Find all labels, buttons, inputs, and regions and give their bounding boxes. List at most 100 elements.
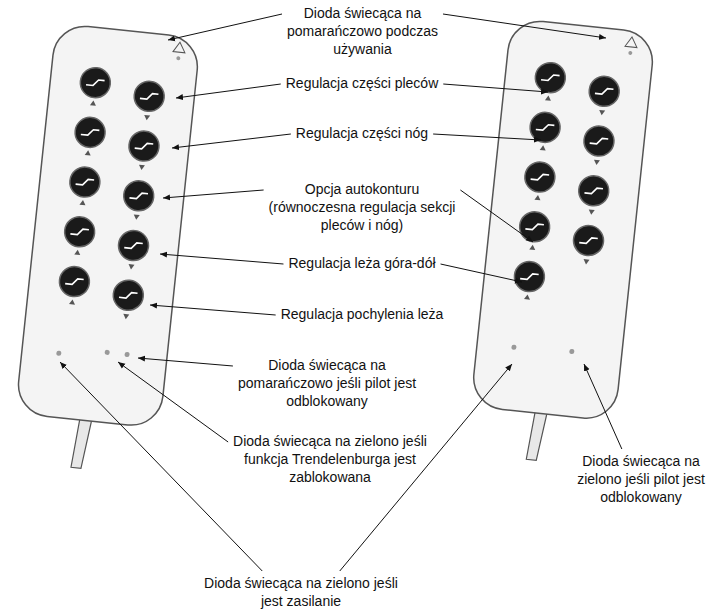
callout-label: Regulacja części pleców bbox=[262, 74, 462, 92]
power-led bbox=[56, 351, 61, 356]
direction-mark bbox=[144, 115, 150, 121]
remote-button bbox=[529, 111, 562, 144]
direction-mark bbox=[79, 200, 85, 206]
remote-button bbox=[523, 161, 556, 194]
unlock-led bbox=[569, 349, 574, 354]
direction-mark bbox=[588, 209, 594, 215]
remote-body bbox=[471, 18, 656, 421]
direction-mark bbox=[90, 100, 96, 106]
remote-button bbox=[79, 66, 112, 99]
remote-button bbox=[68, 166, 101, 199]
right-remote bbox=[466, 18, 656, 468]
leader-line bbox=[172, 134, 291, 148]
leader-line bbox=[163, 190, 264, 198]
remote-button bbox=[582, 125, 615, 158]
button-icon bbox=[86, 79, 105, 87]
button-icon bbox=[65, 278, 84, 286]
button-icon bbox=[140, 92, 159, 100]
remote-button bbox=[112, 279, 145, 312]
remote-button bbox=[133, 80, 166, 113]
status-led bbox=[173, 42, 186, 53]
callout-label: Regulacja leża góra-dół bbox=[262, 254, 462, 272]
remote-button bbox=[63, 215, 96, 248]
button-icon bbox=[119, 291, 138, 299]
callout-label: Regulacja pochylenia leża bbox=[262, 305, 462, 323]
button-icon bbox=[70, 228, 89, 236]
direction-mark bbox=[599, 110, 605, 116]
direction-mark bbox=[138, 165, 144, 171]
direction-mark bbox=[524, 294, 530, 300]
direction-mark bbox=[583, 259, 589, 265]
callout-text: Regulacja leża góra-dół bbox=[288, 255, 435, 271]
callout-label: Dioda świecąca na zielono jeśli funkcja … bbox=[212, 432, 448, 486]
button-icon bbox=[536, 123, 555, 131]
callout-text: Opcja autokonturu (równoczesna regulacja… bbox=[269, 181, 456, 233]
remote-button bbox=[117, 229, 150, 262]
direction-mark bbox=[545, 95, 551, 101]
cable bbox=[71, 416, 92, 469]
callout-label: Dioda świecąca na zielono jeśli jest zas… bbox=[196, 574, 406, 610]
button-icon bbox=[584, 187, 603, 195]
leader-line bbox=[160, 254, 283, 264]
direction-mark bbox=[534, 195, 540, 201]
leader-line bbox=[460, 190, 533, 242]
callout-label: Dioda świecąca na pomarańczowo podczas u… bbox=[270, 4, 455, 58]
direction-mark bbox=[128, 264, 134, 270]
direction-mark bbox=[123, 314, 129, 320]
leader-line bbox=[443, 14, 606, 38]
button-icon bbox=[531, 173, 550, 181]
led bbox=[628, 51, 632, 55]
direction-mark bbox=[85, 150, 91, 156]
leader-line bbox=[168, 14, 282, 40]
leader-line bbox=[176, 84, 281, 98]
led bbox=[176, 56, 180, 60]
callout-label: Regulacja części nóg bbox=[262, 124, 462, 142]
remote-button bbox=[58, 265, 91, 298]
callout-text: Dioda świecąca na pomarańczowo jeśli pil… bbox=[238, 357, 416, 409]
callout-text: Dioda świecąca na zielono jeśli funkcja … bbox=[233, 433, 427, 485]
direction-mark bbox=[529, 244, 535, 250]
button-icon bbox=[124, 242, 143, 250]
remote-button bbox=[513, 260, 546, 293]
leader-line bbox=[584, 364, 622, 449]
callout-label: Opcja autokonturu (równoczesna regulacja… bbox=[262, 180, 462, 234]
callout-text: Dioda świecąca na pomarańczowo podczas u… bbox=[287, 5, 438, 57]
remote-button bbox=[534, 61, 567, 94]
leader-line bbox=[443, 84, 548, 92]
callout-label: Dioda świecąca na pomarańczowo jeśli pil… bbox=[222, 356, 432, 410]
button-icon bbox=[135, 142, 154, 150]
button-icon bbox=[81, 128, 100, 136]
remote-button bbox=[588, 75, 621, 108]
callout-text: Dioda świecąca na zielono jeśli jest zas… bbox=[204, 575, 398, 609]
direction-mark bbox=[69, 299, 75, 305]
remote-body bbox=[15, 23, 200, 428]
leader-line bbox=[60, 362, 262, 571]
direction-mark bbox=[74, 249, 80, 255]
direction-mark bbox=[133, 214, 139, 220]
leader-line bbox=[150, 305, 276, 315]
button-icon bbox=[525, 223, 544, 231]
status-led bbox=[625, 36, 638, 47]
direction-mark bbox=[593, 160, 599, 166]
callout-text: Dioda świecąca na zielono jeśli pilot je… bbox=[577, 453, 705, 505]
callout-text: Regulacja pochylenia leża bbox=[281, 306, 444, 322]
remote-button bbox=[127, 130, 160, 163]
trendelenburg-led bbox=[104, 350, 109, 355]
remote-button bbox=[518, 210, 551, 243]
button-icon bbox=[579, 237, 598, 245]
remote-button bbox=[74, 116, 107, 149]
remote-button bbox=[577, 174, 610, 207]
button-icon bbox=[595, 87, 614, 95]
leader-line bbox=[433, 134, 541, 140]
unlock-led bbox=[124, 352, 129, 357]
callout-text: Regulacja części pleców bbox=[286, 75, 439, 91]
direction-mark bbox=[540, 145, 546, 151]
remote-button bbox=[122, 179, 155, 212]
callout-text: Regulacja części nóg bbox=[296, 125, 428, 141]
button-icon bbox=[590, 137, 609, 145]
left-remote bbox=[10, 23, 200, 476]
remote-button bbox=[572, 224, 605, 257]
power-led bbox=[511, 345, 516, 350]
leader-line bbox=[138, 358, 233, 366]
callout-label: Dioda świecąca na zielono jeśli pilot je… bbox=[562, 452, 720, 506]
